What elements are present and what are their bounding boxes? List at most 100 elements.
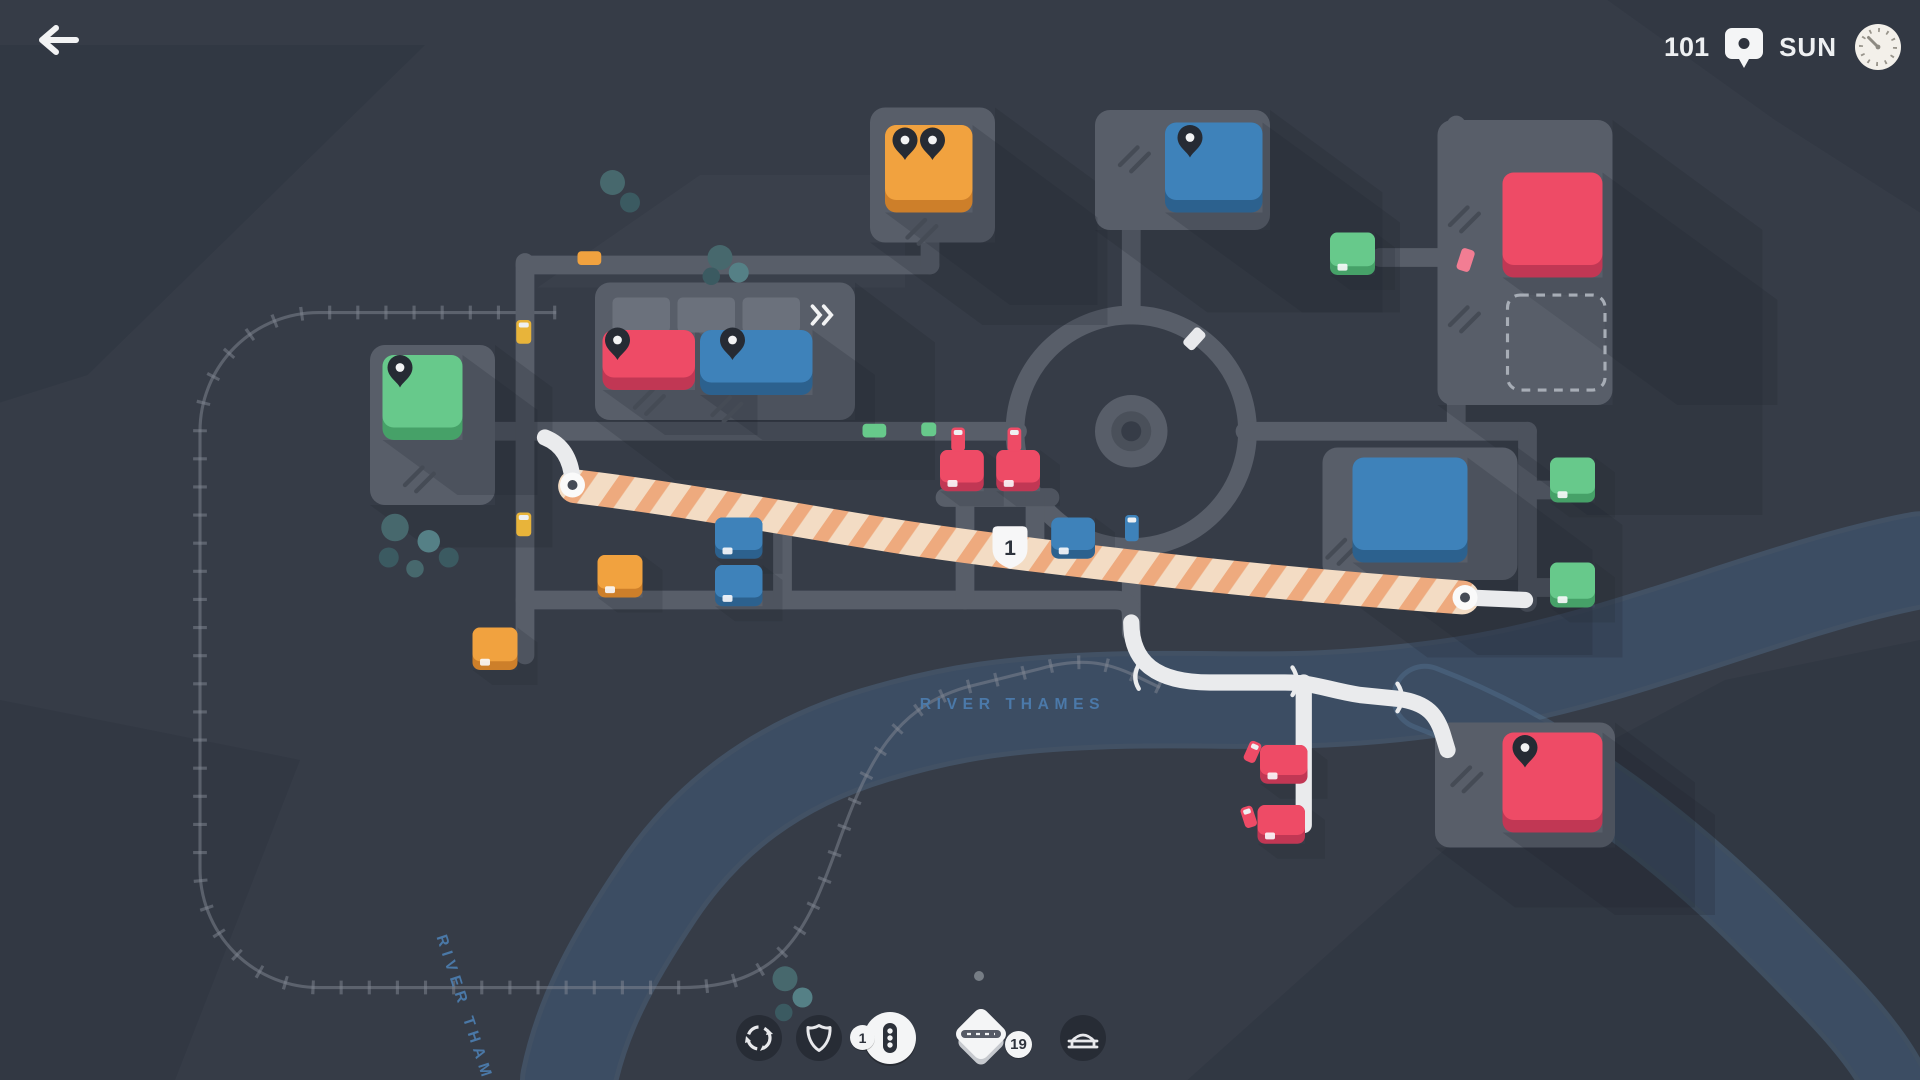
hud-status: 101 SUN bbox=[1664, 20, 1904, 74]
bridge-end-mark bbox=[1395, 681, 1405, 714]
shadow bbox=[1095, 110, 1383, 313]
back-arrow-icon bbox=[39, 25, 79, 55]
lot-hatch bbox=[905, 217, 939, 246]
motorway bbox=[558, 469, 1480, 615]
tree bbox=[772, 966, 798, 992]
destination-building bbox=[885, 125, 973, 213]
tree bbox=[600, 170, 625, 195]
tree bbox=[792, 987, 813, 1008]
terrain-patch bbox=[0, 700, 300, 1080]
shadow bbox=[1502, 732, 1715, 915]
car bbox=[921, 422, 937, 437]
house bbox=[1330, 232, 1375, 275]
lot-hatch bbox=[402, 465, 436, 494]
lot-hatch bbox=[1447, 205, 1481, 234]
house bbox=[1550, 562, 1595, 608]
shadow bbox=[940, 450, 1004, 507]
tree bbox=[406, 560, 424, 578]
lot-hatch bbox=[1450, 765, 1484, 794]
house bbox=[1257, 805, 1305, 844]
demand-pin-icon bbox=[892, 127, 918, 160]
upcoming-building-slot bbox=[1505, 293, 1607, 392]
demand-pin-icon bbox=[920, 127, 945, 160]
destination-building bbox=[602, 327, 695, 390]
railway-layer bbox=[193, 305, 1163, 995]
bridge-tool-button[interactable] bbox=[1060, 1015, 1106, 1061]
house bbox=[1051, 517, 1095, 559]
destination-building bbox=[1502, 732, 1603, 833]
car bbox=[1183, 327, 1206, 351]
car bbox=[1456, 248, 1475, 272]
railway-ties bbox=[193, 305, 1163, 995]
shadow bbox=[1330, 232, 1395, 290]
pin-count: 101 bbox=[1664, 31, 1710, 62]
car bbox=[951, 427, 965, 452]
road-tiles-button[interactable]: 19 bbox=[943, 1000, 1032, 1072]
destination-building bbox=[1502, 172, 1603, 278]
car bbox=[1240, 805, 1258, 828]
terrain-patch bbox=[0, 45, 425, 403]
traffic-light-icon bbox=[883, 1023, 897, 1053]
tree bbox=[702, 267, 720, 285]
lot-hatch bbox=[710, 395, 744, 424]
clock-icon bbox=[1855, 24, 1901, 70]
car bbox=[1243, 740, 1262, 763]
terrain-patch bbox=[1187, 640, 1920, 1080]
motorway-route-badge: 1 bbox=[992, 526, 1028, 569]
lot-hatch bbox=[1447, 305, 1481, 334]
destination-building bbox=[1352, 457, 1468, 563]
shadow bbox=[1435, 722, 1695, 908]
road-segment bbox=[515, 590, 1141, 625]
chevron-right-icon bbox=[810, 304, 823, 326]
map-details-layer bbox=[402, 145, 1607, 794]
road-tiles-icon bbox=[956, 1009, 1006, 1065]
shadow bbox=[885, 125, 1098, 305]
tree bbox=[620, 192, 640, 213]
traffic-light-count-badge: 1 bbox=[850, 1025, 875, 1050]
road-tiles-count-badge: 19 bbox=[1005, 1031, 1032, 1058]
house bbox=[996, 450, 1040, 492]
car bbox=[577, 251, 602, 265]
chevron-right-icon bbox=[821, 304, 834, 326]
tree bbox=[381, 513, 409, 542]
cars-layer bbox=[516, 248, 1475, 828]
shadow bbox=[1437, 120, 1763, 515]
bridge-road bbox=[1123, 614, 1456, 759]
house bbox=[715, 517, 763, 559]
traffic-light-tool-button[interactable]: 1 bbox=[850, 1012, 916, 1064]
bridge-end-mark bbox=[1290, 665, 1300, 698]
destination-building bbox=[700, 327, 813, 395]
parking-slot bbox=[742, 297, 800, 333]
route-shield-icon bbox=[992, 526, 1028, 569]
shadow bbox=[700, 330, 875, 440]
route-number: 1 bbox=[1004, 536, 1016, 560]
car bbox=[1125, 515, 1139, 542]
tree bbox=[378, 547, 399, 568]
house bbox=[1550, 457, 1595, 503]
bridge-end-mark bbox=[1133, 660, 1143, 691]
motorway-portal-center bbox=[1460, 592, 1470, 603]
demand-pin-icon bbox=[1512, 735, 1538, 768]
shield-tool-button[interactable] bbox=[796, 1015, 842, 1061]
location-pin-icon bbox=[1725, 27, 1764, 68]
tree bbox=[775, 1003, 793, 1022]
shadow bbox=[382, 355, 538, 495]
shield-icon bbox=[806, 1024, 832, 1052]
car bbox=[516, 320, 532, 344]
house bbox=[472, 627, 518, 670]
shadow bbox=[597, 555, 663, 613]
shadow bbox=[472, 627, 538, 685]
roundabout-tool-button[interactable] bbox=[736, 1015, 782, 1061]
lot-hatch bbox=[632, 387, 666, 416]
car bbox=[516, 512, 532, 537]
tree bbox=[728, 262, 749, 283]
back-button[interactable] bbox=[30, 18, 86, 62]
shadow bbox=[715, 565, 783, 622]
destination-building bbox=[1165, 122, 1263, 213]
house bbox=[940, 450, 984, 492]
tree bbox=[707, 245, 733, 270]
motorway-portal-center bbox=[567, 480, 578, 490]
